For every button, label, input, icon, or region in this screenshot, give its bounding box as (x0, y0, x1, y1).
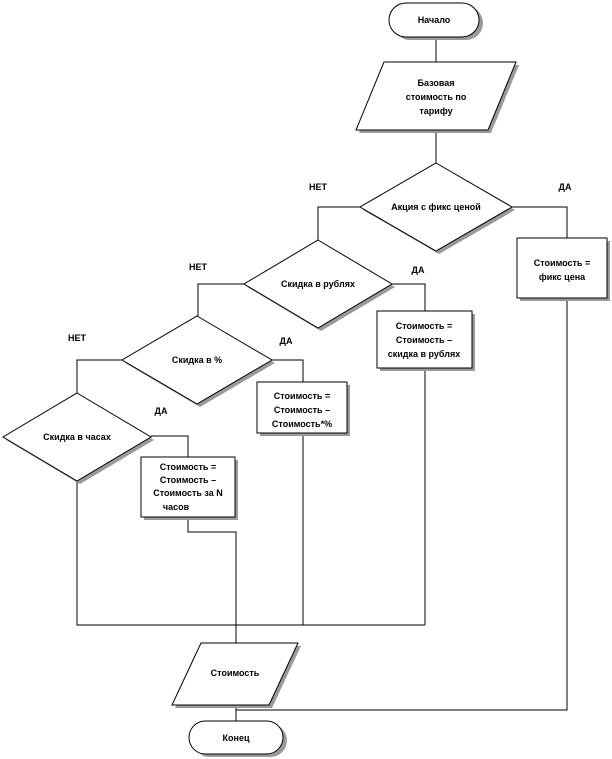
process-pct-line-2: Стоимость – (274, 405, 330, 415)
decision-pct: Скидка в % (121, 315, 275, 407)
decision-pct-no-label: НЕТ (68, 333, 87, 343)
process-rub-line-1: Стоимость = (396, 321, 452, 331)
decision-rub: Скидка в рублях (243, 239, 395, 331)
end-terminal: Конец (188, 720, 287, 757)
start-label: Начало (418, 15, 451, 25)
decision-promo-label: Акция с фикс ценой (391, 202, 481, 212)
process-hours-line-3: Стоимость за N (153, 488, 223, 498)
process-pct-line-3: Стоимость*% (272, 419, 332, 429)
decision-hours-label: Скидка в часах (43, 432, 111, 442)
connector-fixed-to-end (236, 298, 568, 711)
decision-pct-label: Скидка в % (172, 355, 222, 365)
decision-pct-yes-label: ДА (280, 336, 293, 346)
connector-pct-yes (272, 359, 304, 382)
process-fixed-line-1: Стоимость = (534, 258, 590, 268)
connector-promo-yes (512, 206, 568, 238)
connector-pct-no (76, 359, 122, 393)
process-hours-line-4: часов (163, 502, 190, 512)
start-terminal: Начало (388, 2, 483, 40)
process-rub-line-3: скидка в рублях (388, 349, 461, 359)
connector-hours-yes (151, 435, 189, 457)
process-pct-line-1: Стоимость = (274, 391, 330, 401)
decision-rub-label: Скидка в рублях (281, 279, 355, 289)
process-fixed-line-2: фикс цена (539, 272, 586, 282)
connectors (76, 40, 568, 721)
connector-rub-no (197, 283, 244, 316)
decision-hours-yes-label: ДА (155, 406, 168, 416)
output-cost: Стоимость (171, 642, 301, 708)
decision-promo-yes-label: ДА (559, 182, 572, 192)
output-cost-label: Стоимость (211, 668, 260, 678)
base-cost-line-2: стоимость по (406, 92, 467, 102)
decision-hours: Скидка в часах (2, 392, 154, 484)
connector-rub-yes (392, 283, 426, 311)
process-hours-line-2: Стоимость – (160, 475, 216, 485)
process-rub-discount: Стоимость = Стоимость – скидка в рублях (376, 310, 475, 371)
process-hours-line-1: Стоимость = (160, 462, 216, 472)
decision-rub-no-label: НЕТ (189, 262, 208, 272)
process-rub-line-2: Стоимость – (396, 335, 452, 345)
process-pct-discount: Стоимость = Стоимость – Стоимость*% (256, 381, 350, 436)
decision-rub-yes-label: ДА (412, 265, 425, 275)
decision-promo: Акция с фикс ценой (359, 162, 515, 254)
connector-hours-process-down (187, 517, 237, 643)
decision-promo-no-label: НЕТ (309, 182, 328, 192)
base-cost-input: Базовая стоимость по тарифу (355, 61, 519, 133)
base-cost-line-1: Базовая (417, 78, 454, 88)
connector-promo-no (317, 206, 360, 240)
process-hours-discount: Стоимость = Стоимость – Стоимость за N ч… (140, 456, 238, 520)
process-fixed-price: Стоимость = фикс цена (516, 237, 610, 301)
end-label: Конец (223, 733, 250, 743)
base-cost-line-3: тарифу (419, 106, 452, 116)
connector-hours-no-down (76, 480, 425, 626)
